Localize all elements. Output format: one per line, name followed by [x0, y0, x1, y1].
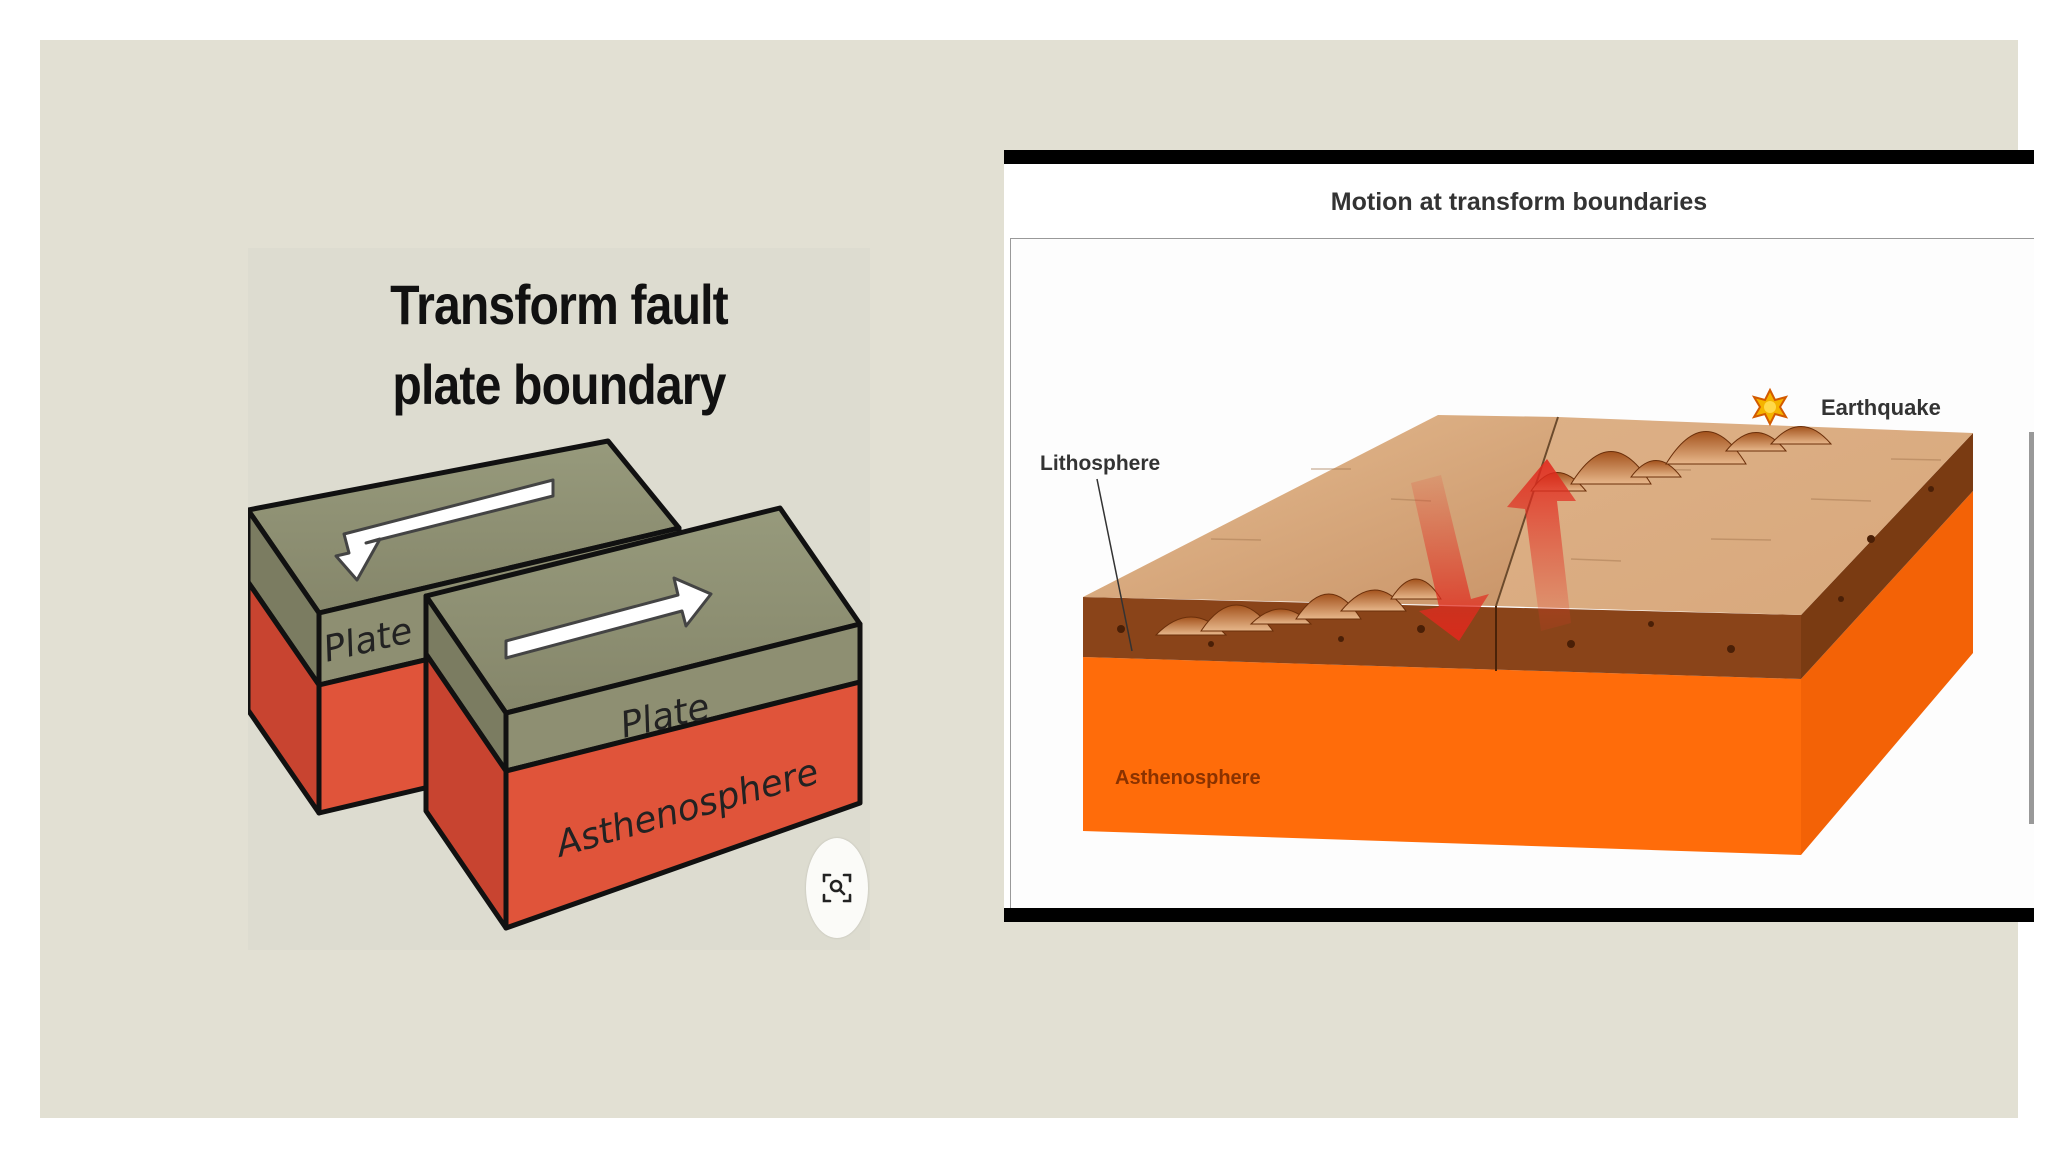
earthquake-legend-label: Earthquake: [1821, 395, 1941, 420]
down-motion-arrow: [1411, 475, 1489, 641]
slide: Transform fault plate boundary: [40, 40, 2034, 1118]
diagram-title-line2: plate boundary: [392, 353, 726, 416]
astheno-front: [1083, 657, 1801, 855]
visual-search-icon: [822, 873, 852, 903]
mountain-ridge-left: [1154, 578, 1442, 636]
diagram-title-line1: Transform fault: [390, 273, 729, 336]
left-motion-arrow: [334, 478, 555, 582]
back-block-left-astheno: [248, 579, 322, 816]
transform-boundary-motion-panel: Motion at transform boundaries: [1004, 150, 2034, 922]
visual-search-button[interactable]: [806, 838, 868, 938]
earthquake-star-icon: [1751, 387, 1789, 427]
front-block-left-astheno: [423, 651, 509, 931]
plate-blocks-illustration: [248, 438, 863, 931]
top-left-plate: [1083, 415, 1558, 606]
lithosphere-block-illustration: [1083, 387, 1973, 855]
motion-diagram-area: Earthquake Lithosphere Asthenosphere: [1010, 238, 2034, 908]
right-motion-arrow: [504, 576, 713, 660]
lithosphere-pointer-line: [1096, 478, 1133, 652]
up-motion-arrow: [1507, 459, 1576, 631]
litho-side: [1801, 433, 1973, 679]
asthenosphere-label-right: Asthenosphere: [1115, 767, 1261, 789]
transform-fault-diagram: Transform fault plate boundary: [248, 248, 870, 950]
panel-title: Motion at transform boundaries: [1330, 188, 1708, 216]
lithosphere-label: Lithosphere: [1040, 452, 1161, 475]
scrollbar[interactable]: [2029, 432, 2034, 824]
astheno-side: [1801, 491, 1973, 855]
